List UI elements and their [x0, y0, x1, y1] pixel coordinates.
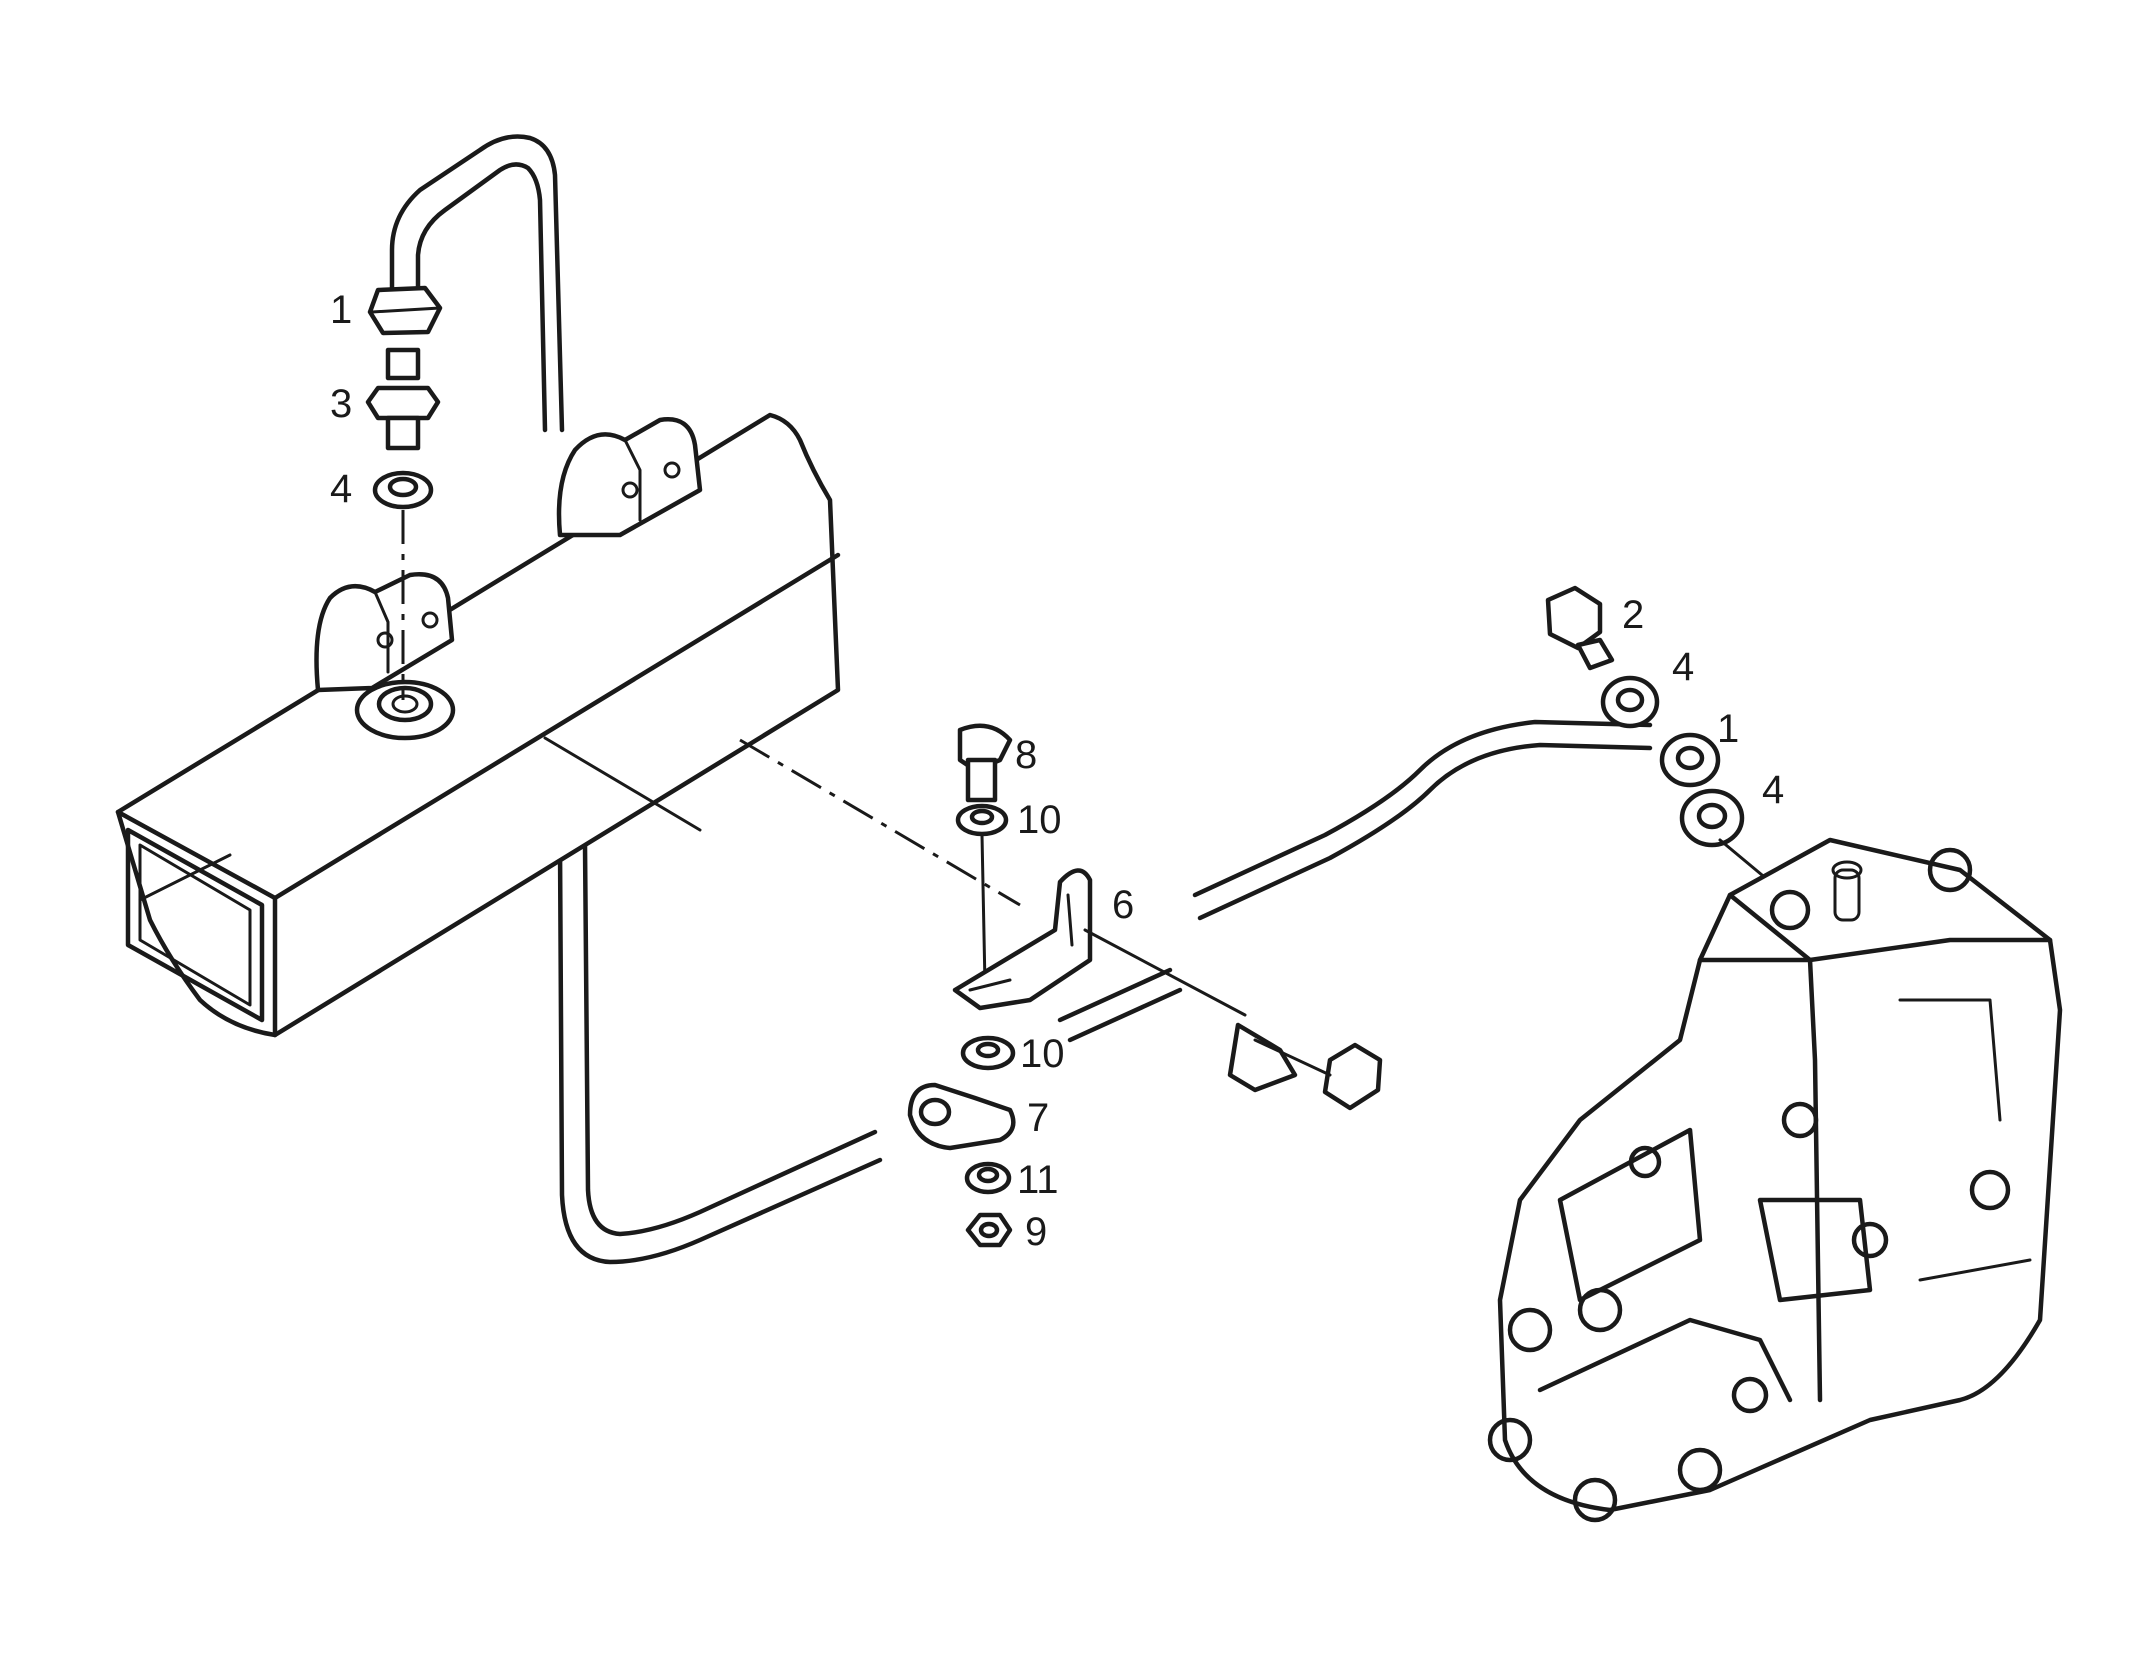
callout-10-upper: 10 [1017, 798, 1062, 842]
callout-7: 7 [1027, 1096, 1049, 1140]
fitting-stack-right [1545, 585, 1794, 902]
callout-2: 2 [1622, 593, 1644, 637]
callout-4-right-lower: 4 [1762, 768, 1784, 812]
bracket-stack [739, 723, 1383, 1248]
callout-11: 11 [1017, 1158, 1059, 1202]
callout-3: 3 [330, 382, 352, 426]
callout-8: 8 [1015, 733, 1037, 777]
callout-labels: 1 3 4 2 4 1 4 8 10 6 10 7 11 9 [330, 288, 1784, 1254]
callout-4-right-upper: 4 [1672, 645, 1694, 689]
injection-pump [1487, 837, 2063, 1523]
callout-1-right: 1 [1717, 707, 1739, 751]
fitting-stack-left [365, 285, 443, 700]
callout-9: 9 [1025, 1210, 1047, 1254]
callout-6: 6 [1112, 883, 1134, 927]
callout-10-lower: 10 [1020, 1032, 1065, 1076]
callout-1-top: 1 [330, 288, 352, 332]
callout-4-top: 4 [330, 467, 352, 511]
frame-tube [115, 412, 841, 1038]
fuel-pipe [389, 134, 1653, 1265]
